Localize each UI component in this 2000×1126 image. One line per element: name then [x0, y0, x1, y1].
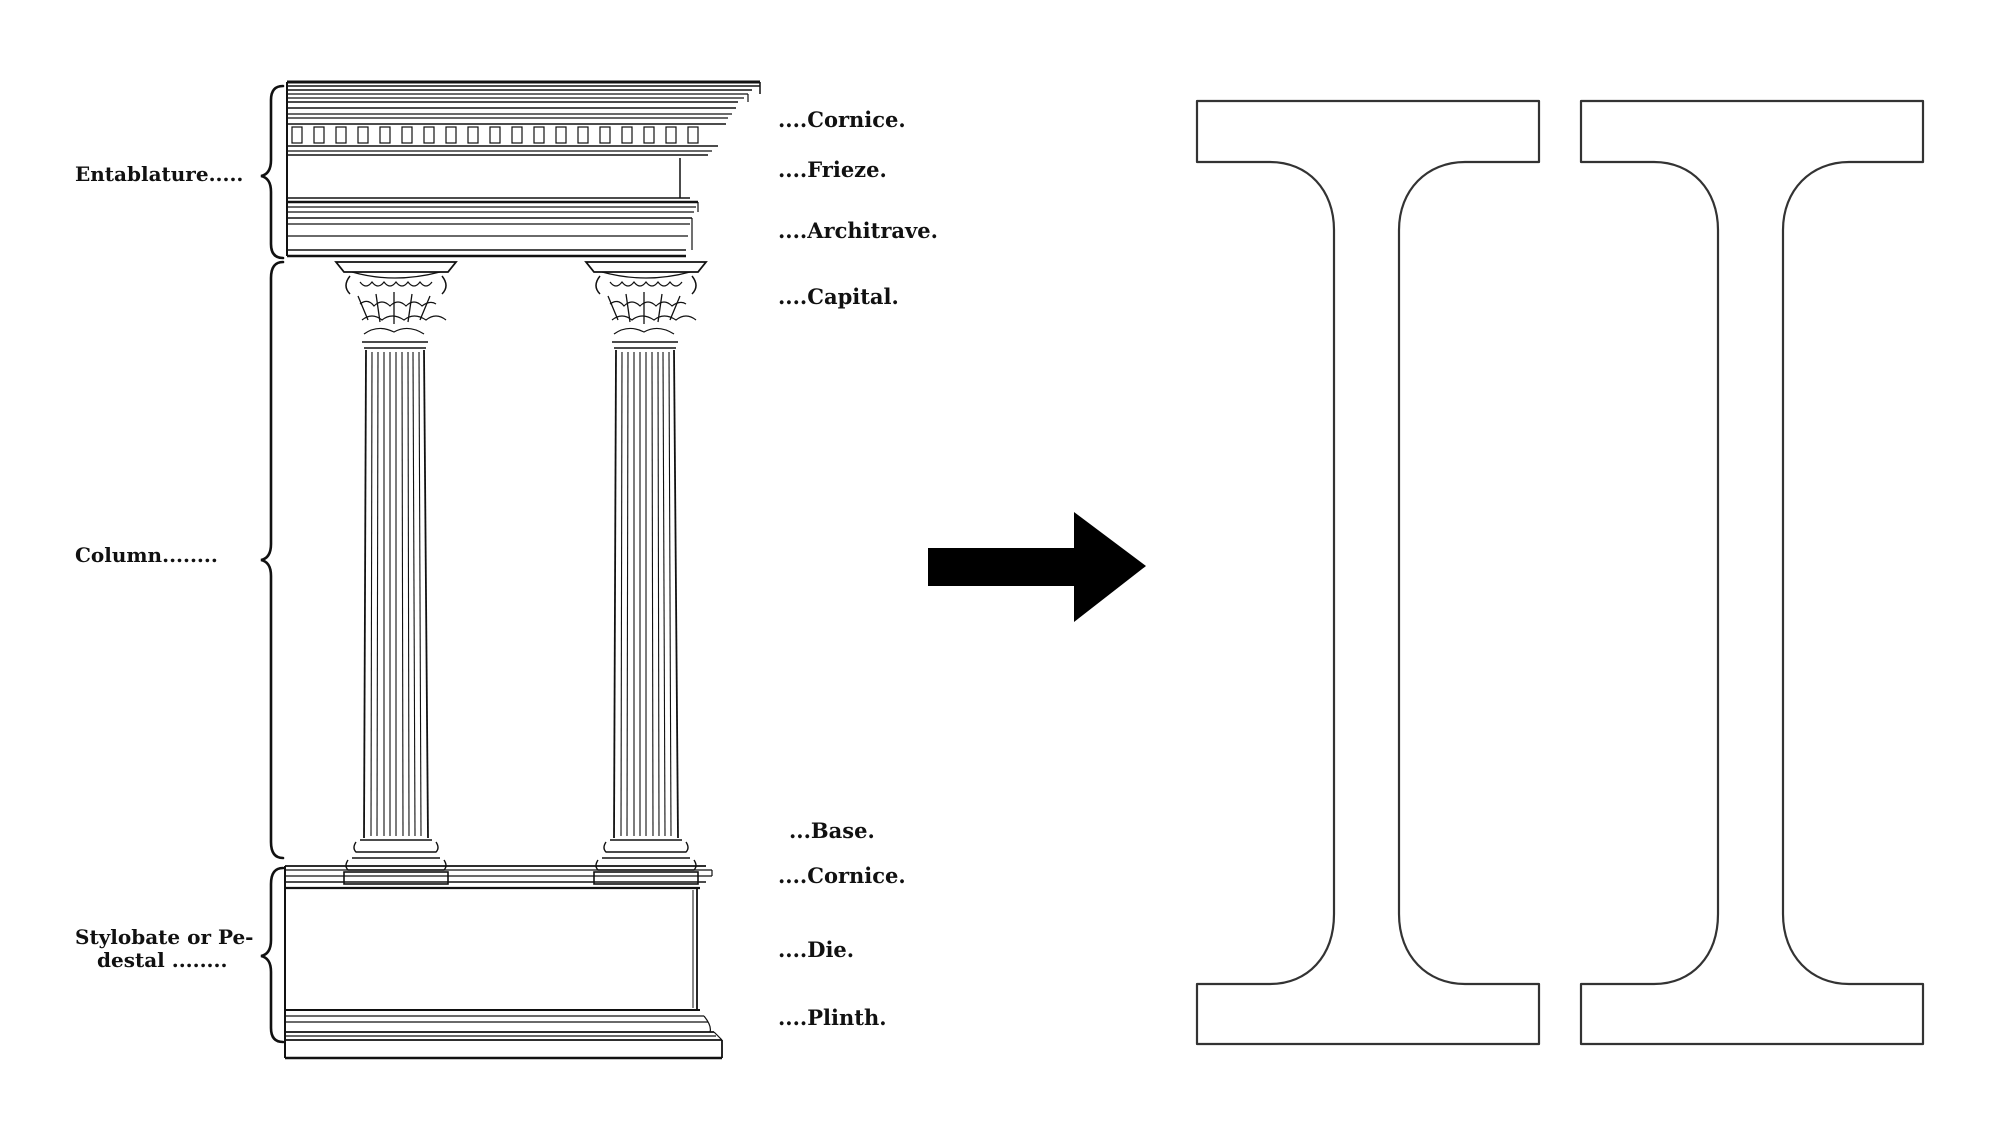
- base-left: [343, 839, 449, 885]
- brace-column: [260, 260, 285, 860]
- label-plinth: ....Plinth.: [778, 1005, 887, 1030]
- base-right: [593, 839, 699, 885]
- shaft-left: [363, 349, 429, 839]
- dentil-band: [287, 123, 726, 156]
- entablature-drawing: [286, 80, 761, 258]
- label-capital: ....Capital.: [778, 284, 899, 309]
- architrave: [287, 200, 699, 258]
- arrow-right-icon: [928, 512, 1146, 622]
- pedestal-die: [284, 866, 698, 1058]
- label-base: ...Base.: [789, 818, 875, 843]
- brace-stylobate: [260, 866, 285, 1044]
- left-labels: Entablature..... Column........ Stylobat…: [75, 162, 253, 972]
- label-die: ....Die.: [778, 937, 854, 962]
- serif-letter-i-icon: [1195, 99, 1541, 1046]
- pedestal-cornice: [285, 865, 713, 890]
- frieze: [286, 158, 690, 199]
- label-column: Column........: [75, 543, 218, 567]
- label-architrave: ....Architrave.: [778, 218, 938, 243]
- label-cornice-top: ....Cornice.: [778, 107, 906, 132]
- pedestal-plinth: [285, 1009, 723, 1060]
- label-stylobate-line1: Stylobate or Pe-: [75, 925, 253, 949]
- pedestal-drawing: [284, 865, 723, 1060]
- label-cornice-bottom: ....Cornice.: [778, 863, 906, 888]
- column-right: [584, 261, 708, 885]
- capital-left: [334, 261, 458, 349]
- label-stylobate-line2: destal ........: [97, 948, 227, 972]
- serif-letter-i-icon: [1579, 99, 1925, 1046]
- cornice-top: [287, 80, 761, 119]
- column-left: [334, 261, 458, 885]
- braces: [260, 84, 285, 1044]
- brace-entablature: [260, 84, 285, 260]
- capital-right: [584, 261, 708, 349]
- label-entablature: Entablature.....: [75, 162, 243, 186]
- shaft-right: [613, 349, 679, 839]
- serif-letter-i-outlines: [1195, 99, 1925, 1046]
- label-frieze: ....Frieze.: [778, 157, 887, 182]
- right-labels: ....Cornice. ....Frieze. ....Architrave.…: [778, 107, 938, 1030]
